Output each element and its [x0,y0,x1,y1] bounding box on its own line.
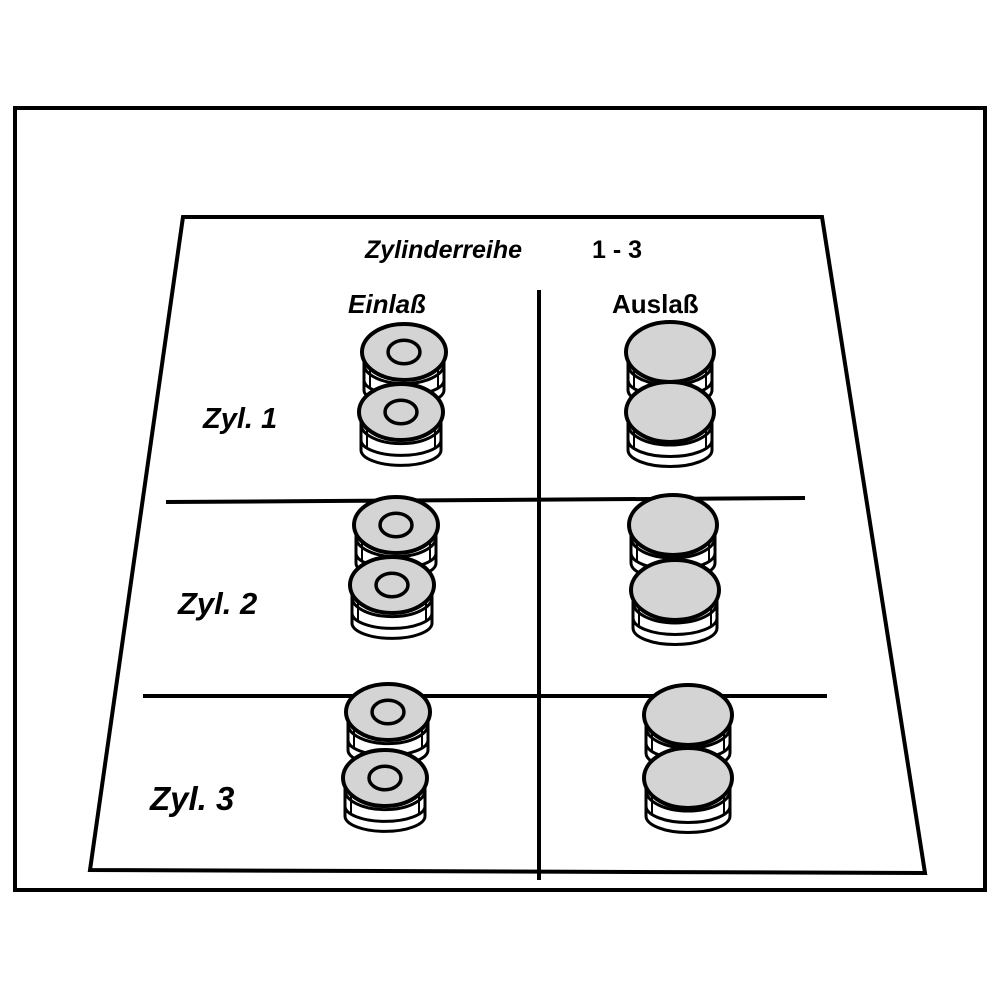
row-label-zyl-1: Zyl. 1 [202,403,277,435]
exhaust-valve-zyl-1-lower [624,380,716,468]
column-header-exhaust: Auslaß [612,289,699,319]
diagram-title: Zylinderreihe [364,236,522,264]
valve-layer [341,320,734,834]
row-label-zyl-2: Zyl. 2 [177,586,257,621]
intake-valve-zyl-1-lower [357,382,445,467]
column-header-intake: Einlaß [348,289,426,319]
diagram-title-range: 1 - 3 [592,236,642,264]
exhaust-valve-zyl-2-lower [629,558,721,646]
intake-valve-zyl-2-lower [348,555,436,640]
outer-frame [13,106,987,892]
row-label-zyl-3: Zyl. 3 [149,780,234,817]
row-divider-1 [165,496,806,504]
intake-valve-zyl-3-lower [341,748,429,833]
cylinder-head-panel [87,215,928,876]
exhaust-valve-zyl-3-lower [642,746,734,834]
